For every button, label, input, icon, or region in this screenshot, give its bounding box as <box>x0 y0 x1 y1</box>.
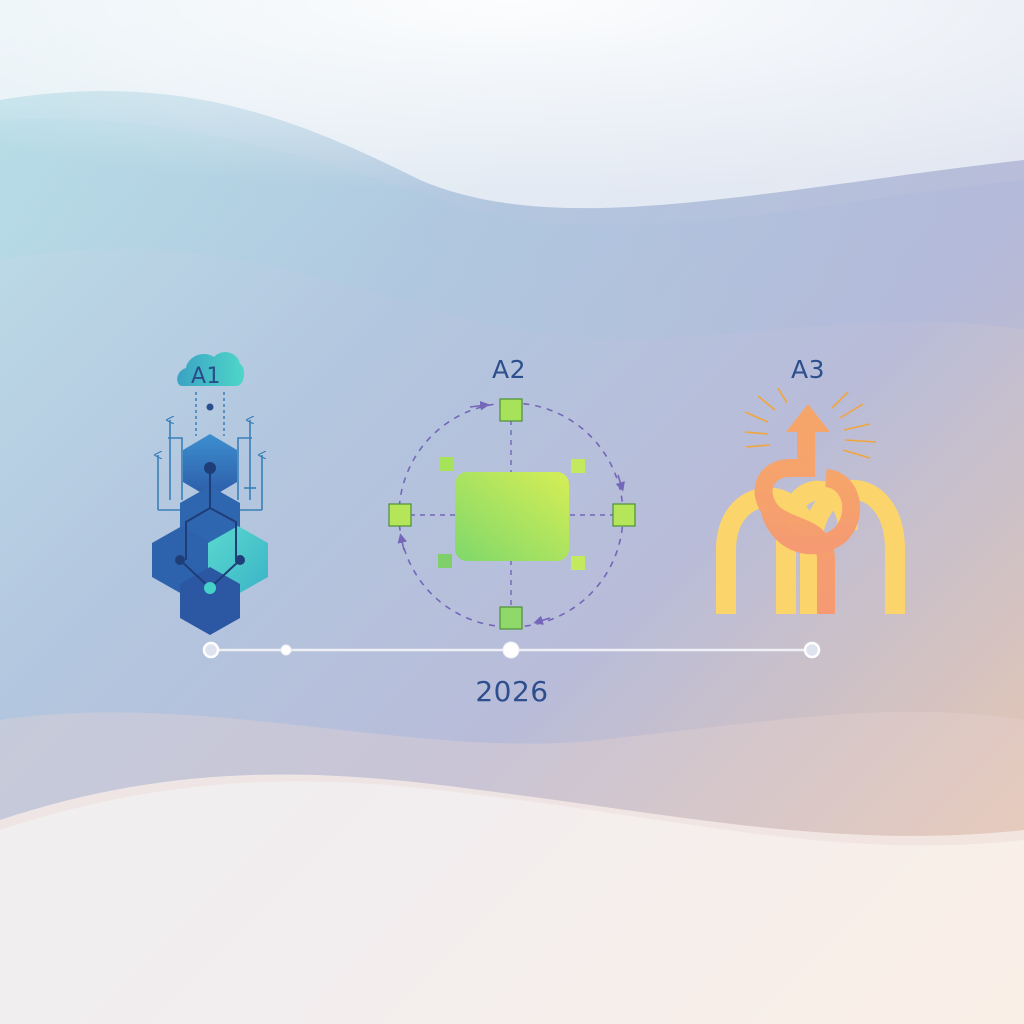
cycle-square-icon <box>388 398 636 630</box>
cloud-icon <box>177 352 245 386</box>
hexagon-network-icon <box>152 352 268 635</box>
arches-arrow-icon <box>716 387 905 614</box>
stage-label-a2: A2 <box>491 355 527 384</box>
timeline <box>202 641 821 659</box>
stage-label-a1: A1 <box>190 364 222 389</box>
stage-label-a3: A3 <box>790 355 826 384</box>
timeline-year-label: 2026 <box>475 675 549 708</box>
timeline-node-active <box>502 641 520 659</box>
timeline-node <box>280 644 292 656</box>
timeline-start-node <box>202 641 220 659</box>
timeline-end-node <box>803 641 821 659</box>
